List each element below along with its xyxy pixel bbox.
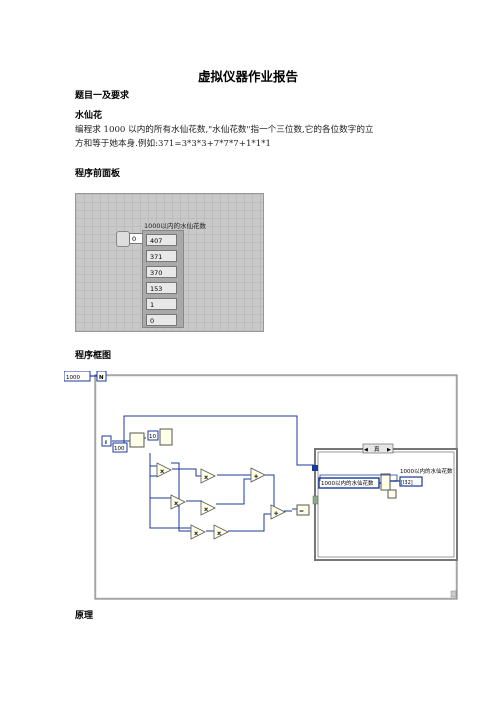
add-node xyxy=(270,504,286,520)
front-panel: 1000以内的水仙花数 0 407 371 370 153 1 0 xyxy=(75,193,264,332)
case-tunnel xyxy=(312,495,319,505)
const-10-box xyxy=(147,430,159,441)
svg-text:i: i xyxy=(105,440,107,446)
const-100-box xyxy=(112,442,128,453)
indicator-label: 1000以内的水仙花数 xyxy=(400,467,453,475)
array-element[interactable]: 153 xyxy=(146,282,177,294)
task-subtitle: 水仙花 xyxy=(75,111,103,121)
array-frame xyxy=(142,230,184,328)
multiply-node xyxy=(200,468,216,484)
svg-text:◀: ◀ xyxy=(364,447,368,453)
multiply-node xyxy=(156,462,172,478)
array-element[interactable]: 370 xyxy=(146,266,177,278)
multiply-node xyxy=(170,494,186,510)
task-description-line2: 方和等于她本身.例如:371=3*3*3+7*7*7+1*1*1 xyxy=(75,139,271,149)
n-constant-text: 1000 xyxy=(66,375,80,381)
n-terminal xyxy=(96,371,107,382)
svg-text:×: × xyxy=(217,531,221,537)
quotient-remainder-node xyxy=(129,432,145,448)
svg-text:×: × xyxy=(174,501,178,507)
array-element[interactable]: 407 xyxy=(146,234,177,246)
multiply-node xyxy=(213,524,229,540)
section-heading-principle: 原理 xyxy=(75,611,94,621)
svg-text:100: 100 xyxy=(114,446,125,452)
svg-text:[I32]: [I32] xyxy=(401,480,413,486)
svg-text:真: 真 xyxy=(374,445,380,453)
svg-text:×: × xyxy=(204,475,208,481)
loop-iteration-icon xyxy=(450,590,457,598)
svg-text:×: × xyxy=(204,507,208,513)
array-element[interactable]: 0 xyxy=(146,314,177,326)
svg-text:+: + xyxy=(254,474,258,480)
section-heading-front-panel: 程序前面板 xyxy=(75,169,121,179)
block-diagram: 1000 N i 100 10 xyxy=(64,371,458,600)
section-heading-block-diagram: 程序框图 xyxy=(75,351,112,361)
svg-text:▶: ▶ xyxy=(387,447,391,453)
case-selector xyxy=(362,443,394,454)
svg-text:N: N xyxy=(99,375,104,381)
quotient-remainder-node xyxy=(159,428,173,446)
svg-text:10: 10 xyxy=(149,434,156,440)
multiply-node xyxy=(200,500,216,516)
section-heading-task: 题目一及要求 xyxy=(75,91,130,101)
add-node xyxy=(250,467,266,483)
svg-text:×: × xyxy=(194,531,198,537)
document-title: 虚拟仪器作业报告 xyxy=(197,69,298,84)
array-index-spinner[interactable] xyxy=(116,231,130,247)
task-description-line1: 编程求 1000 以内的所有水仙花数,"水仙花数"指一个三位数,它的各位数字的立 xyxy=(75,125,374,135)
build-array-node xyxy=(380,473,391,491)
svg-text:×: × xyxy=(160,469,164,475)
svg-text:1000以内的水仙花数: 1000以内的水仙花数 xyxy=(321,479,374,487)
i-terminal xyxy=(101,435,112,447)
case-selector-terminal xyxy=(312,465,318,471)
case-structure xyxy=(314,448,458,561)
array-label: 1000以内的水仙花数 xyxy=(144,222,207,230)
array-element[interactable]: 1 xyxy=(146,298,177,310)
svg-text:=: = xyxy=(299,508,304,515)
array-element[interactable]: 371 xyxy=(146,250,177,262)
svg-text:+: + xyxy=(274,511,278,517)
multiply-node xyxy=(190,524,206,540)
equal-node xyxy=(296,504,310,516)
